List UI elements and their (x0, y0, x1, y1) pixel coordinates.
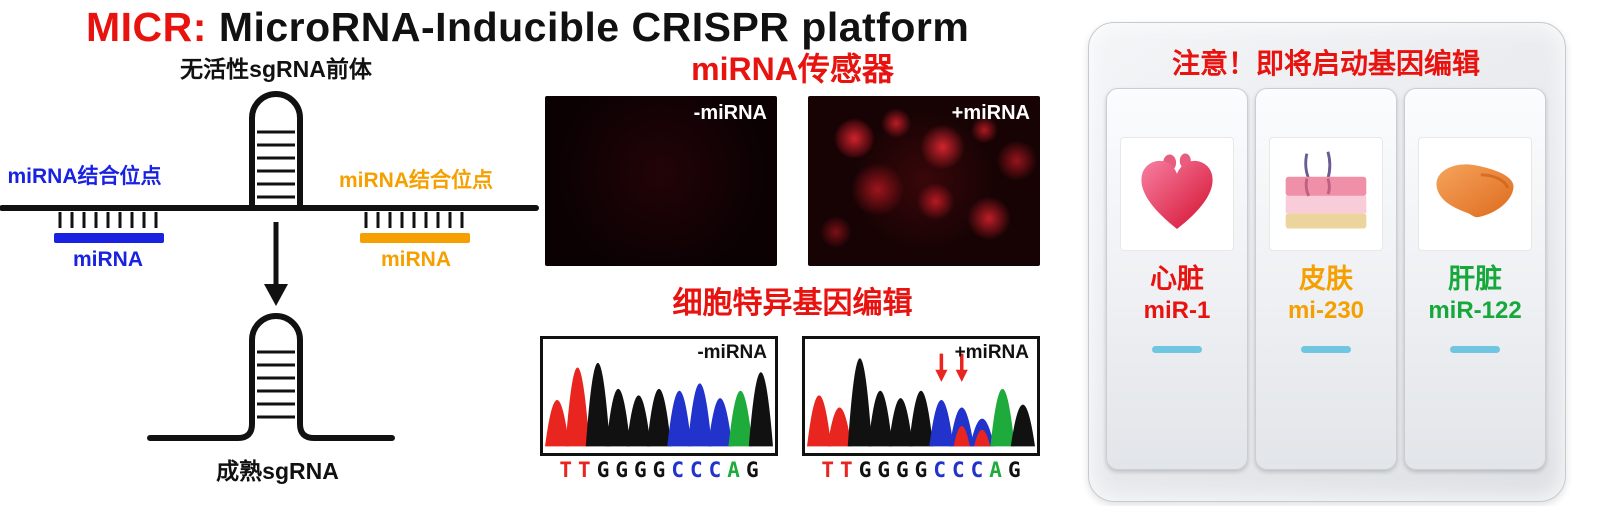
left-binding-site-label: miRNA结合位点 (7, 165, 162, 188)
skin-icon-box (1269, 137, 1383, 251)
right-binding-ticks (364, 212, 464, 228)
sequence-base: A (989, 458, 1002, 482)
sequence-base: T (840, 458, 853, 482)
figure-title-rest: MicroRNA-Inducible CRISPR platform (206, 4, 970, 50)
left-mirna-label: miRNA (72, 248, 143, 271)
switch-liver: 肝脏 miR-122 (1404, 88, 1546, 470)
figure-title: MICR: MicroRNA-Inducible CRISPR platform (86, 4, 969, 51)
chromatogram-positive: +miRNA (802, 336, 1040, 456)
sequence-base: A (727, 458, 740, 482)
left-mirna-bar (54, 233, 164, 243)
heart-icon (1141, 153, 1213, 229)
sequence-base: C (951, 458, 965, 482)
sequence-base: C (689, 458, 703, 482)
precursor-stem-rungs (257, 130, 295, 199)
sensor-section-title: miRNA传感器 (691, 51, 894, 87)
mirna-label-heart: miR-1 (1143, 296, 1211, 324)
sequence-base: C (933, 458, 946, 482)
right-binding-site-label: miRNA结合位点 (338, 169, 493, 192)
switch-skin: 皮肤 mi-230 (1255, 88, 1397, 470)
sequence-base: T (578, 458, 591, 482)
mature-hairpin (147, 313, 395, 441)
chromatogram-negative-trace (545, 362, 773, 447)
chromatogram-negative-label: -miRNA (697, 342, 767, 363)
left-binding-ticks (58, 212, 158, 228)
sequence-base: G (745, 458, 759, 482)
sequence-base: C (671, 458, 684, 482)
switch-row: 心脏 miR-1 皮肤 mi-230 (1106, 88, 1546, 470)
sequence-base: G (596, 458, 610, 482)
sequence-base: T (559, 458, 573, 482)
organ-label-heart: 心脏 (1150, 264, 1204, 294)
fluorescence-panel-negative: -miRNA (545, 96, 777, 266)
precursor-hairpin (249, 91, 303, 211)
figure-title-highlight: MICR: (86, 4, 207, 50)
heart-icon-box (1120, 137, 1234, 251)
fluorescence-panel-positive: +miRNA (808, 96, 1040, 266)
sequence-base: G (634, 458, 647, 482)
sequence-base: G (877, 458, 891, 482)
sequence-base: G (896, 458, 909, 482)
sequence-base: T (821, 458, 835, 482)
sequence-base: G (1007, 458, 1021, 482)
switch-indicator (1450, 346, 1500, 354)
sequence-base: C (708, 458, 722, 482)
mirna-label-skin: mi-230 (1287, 296, 1365, 324)
right-mirna-bar (360, 233, 470, 243)
sequence-base: G (858, 458, 872, 482)
editing-section-title: 细胞特异基因编辑 (672, 287, 913, 320)
mirna-label-liver: miR-122 (1428, 296, 1522, 324)
right-mirna-label: miRNA (380, 248, 451, 271)
precursor-label: 无活性sgRNA前体 (180, 56, 372, 82)
switch-indicator (1301, 346, 1351, 354)
fluorescence-negative-label: -miRNA (693, 102, 767, 124)
fluorescence-positive-label: +miRNA (951, 102, 1030, 124)
skin-icon (1285, 151, 1367, 229)
organ-label-liver: 肝脏 (1448, 264, 1502, 294)
switch-heart: 心脏 miR-1 (1106, 88, 1248, 470)
liver-icon-box (1418, 137, 1532, 251)
warning-text: 注意！即将启动基因编辑 (1171, 48, 1480, 79)
sequence-base: G (652, 458, 666, 482)
sequence-base: C (970, 458, 984, 482)
sequence-base: G (914, 458, 928, 482)
liver-icon (1436, 164, 1514, 218)
mature-sgrna-label: 成熟sgRNA (216, 458, 339, 484)
processing-arrow-head (264, 284, 288, 306)
sequence-base: G (615, 458, 629, 482)
organ-label-skin: 皮肤 (1299, 264, 1353, 294)
chromatogram-positive-label: +miRNA (954, 342, 1029, 363)
mature-stem-rungs (257, 350, 295, 419)
chromatogram-positive-trace (807, 353, 1035, 447)
sgrna-pathway-diagram (0, 91, 539, 441)
chromatogram-negative: -miRNA (540, 336, 778, 456)
switch-indicator (1152, 346, 1202, 354)
